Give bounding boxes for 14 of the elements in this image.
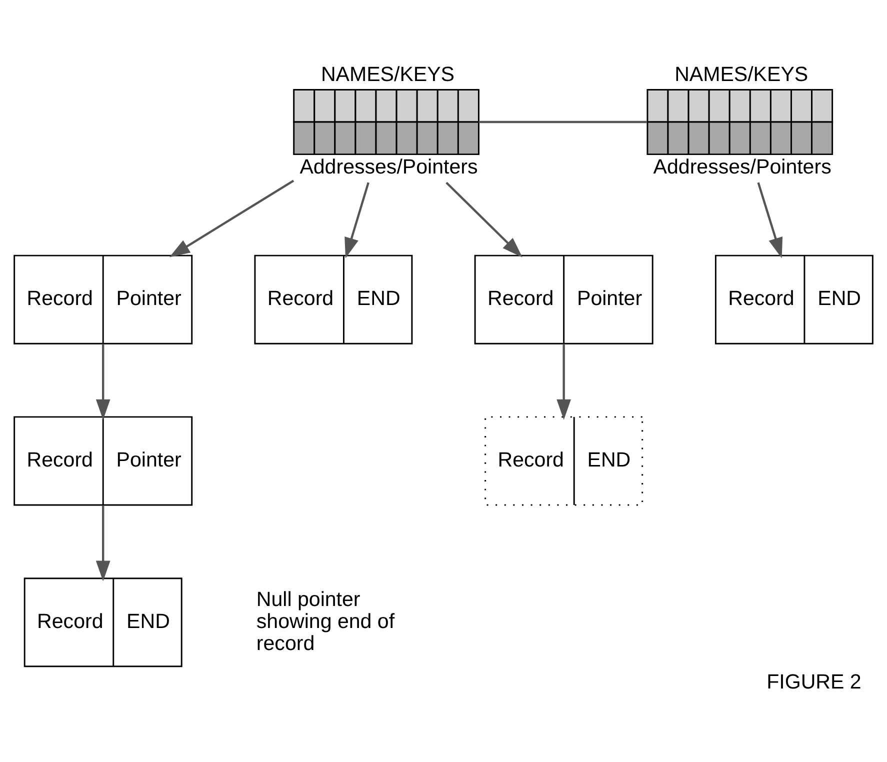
arrow [96,505,110,582]
arrow [446,182,522,258]
connector [478,120,648,124]
node-label: Addresses/Pointers [300,156,478,179]
arrow [169,180,294,258]
arrow [96,344,110,420]
caption: FIGURE 2 [766,670,862,694]
arrow [757,182,783,258]
node-label: NAMES/KEYS [674,63,808,86]
node-label: Null pointer showing end of record [256,588,395,655]
arrow [556,344,572,420]
node-label: Addresses/Pointers [653,156,832,179]
node-label: NAMES/KEYS [320,63,454,86]
arrow [344,182,370,258]
